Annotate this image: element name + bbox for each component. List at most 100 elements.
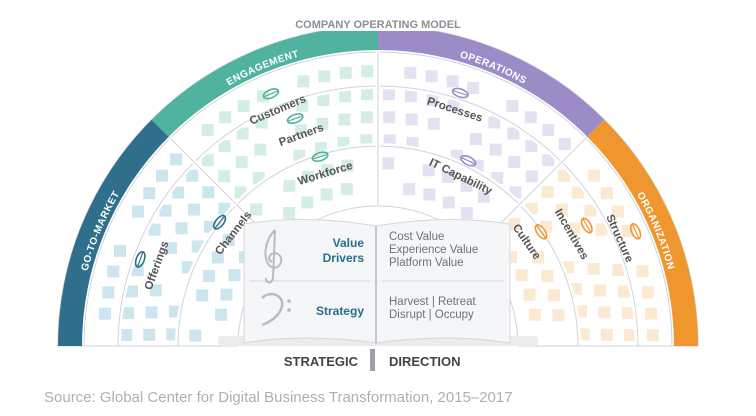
tile bbox=[316, 117, 329, 130]
tile bbox=[361, 65, 374, 78]
tile bbox=[636, 265, 649, 278]
tile bbox=[532, 251, 545, 264]
tile bbox=[488, 116, 501, 129]
tile bbox=[302, 170, 314, 183]
tile bbox=[427, 117, 440, 130]
tile bbox=[145, 306, 158, 319]
tile bbox=[218, 170, 231, 183]
tile bbox=[320, 188, 333, 201]
tile bbox=[558, 138, 571, 151]
tile bbox=[254, 143, 267, 156]
tile bbox=[524, 111, 537, 124]
tile bbox=[422, 164, 435, 177]
tile bbox=[122, 307, 135, 320]
band-engagement bbox=[151, 26, 378, 137]
tile bbox=[321, 164, 334, 177]
tile bbox=[202, 186, 215, 199]
tile bbox=[219, 111, 232, 124]
tile bbox=[557, 169, 570, 182]
tile bbox=[201, 154, 214, 167]
tile bbox=[541, 186, 554, 199]
tile bbox=[250, 203, 263, 216]
tile bbox=[525, 170, 538, 183]
tuba-icon bbox=[311, 151, 329, 162]
tile bbox=[236, 127, 249, 140]
trumpet-icon bbox=[629, 223, 642, 240]
tile bbox=[623, 329, 636, 341]
tile bbox=[218, 140, 231, 153]
tile bbox=[361, 88, 373, 101]
tile bbox=[595, 223, 608, 236]
tile bbox=[252, 172, 265, 184]
tile bbox=[222, 234, 235, 247]
band-operations bbox=[378, 26, 605, 137]
tile bbox=[201, 124, 214, 136]
tile bbox=[102, 286, 115, 299]
tile bbox=[612, 264, 625, 277]
value-driver-item: Experience Value bbox=[389, 244, 478, 256]
cello-icon bbox=[212, 214, 227, 230]
tile bbox=[338, 113, 351, 126]
tile bbox=[120, 329, 133, 341]
quadrant-bands bbox=[58, 26, 698, 346]
flute-icon bbox=[534, 224, 548, 240]
tile bbox=[523, 288, 536, 301]
tile bbox=[297, 75, 310, 88]
tile bbox=[641, 286, 654, 299]
tile bbox=[317, 94, 330, 106]
tile bbox=[339, 90, 352, 103]
tile bbox=[382, 157, 395, 170]
value-driver-item: Cost Value bbox=[389, 231, 444, 243]
tile bbox=[587, 262, 600, 275]
tile bbox=[598, 306, 611, 319]
tile bbox=[170, 153, 183, 166]
tile bbox=[186, 169, 199, 182]
tile bbox=[211, 251, 224, 264]
strategy-item: Disrupt | Occupy bbox=[389, 309, 474, 321]
diagram-title: COMPANY OPERATING MODEL bbox=[295, 19, 461, 31]
tile bbox=[156, 169, 168, 182]
tile bbox=[442, 170, 454, 183]
tile bbox=[339, 66, 352, 79]
drum-icon bbox=[460, 154, 477, 167]
tile bbox=[404, 90, 417, 103]
tile bbox=[283, 207, 296, 219]
tile bbox=[296, 99, 309, 112]
tile bbox=[175, 222, 188, 235]
tile bbox=[446, 75, 459, 88]
strategy-book: Value Drivers Strategy Cost ValueExperie… bbox=[218, 218, 538, 346]
tile bbox=[515, 269, 528, 282]
tile bbox=[600, 187, 613, 200]
tile bbox=[555, 203, 568, 216]
tile bbox=[143, 328, 156, 341]
tile bbox=[114, 244, 126, 257]
tile bbox=[541, 270, 554, 282]
tile bbox=[172, 186, 185, 199]
tile bbox=[426, 94, 439, 106]
tile bbox=[489, 143, 502, 156]
tile bbox=[159, 204, 172, 217]
tile bbox=[460, 207, 473, 219]
tile bbox=[235, 156, 248, 169]
tile bbox=[621, 307, 634, 320]
tile bbox=[645, 307, 658, 320]
tile bbox=[525, 140, 538, 153]
tile bbox=[600, 328, 613, 341]
horn-icon bbox=[262, 88, 280, 100]
tile bbox=[196, 289, 209, 302]
tile bbox=[143, 187, 156, 200]
tile bbox=[611, 205, 624, 218]
tile bbox=[447, 99, 460, 112]
tile bbox=[588, 169, 600, 182]
tile bbox=[584, 204, 597, 217]
tile bbox=[646, 329, 659, 342]
footer-divider bbox=[370, 349, 375, 371]
value-drivers-label-2: Drivers bbox=[323, 251, 365, 265]
tile bbox=[255, 116, 268, 129]
tile bbox=[508, 156, 521, 169]
value-drivers-label-1: Value bbox=[333, 236, 365, 250]
tile bbox=[425, 70, 438, 83]
tile bbox=[148, 223, 161, 236]
tile bbox=[165, 242, 177, 255]
treble-clef-icon bbox=[264, 229, 283, 284]
